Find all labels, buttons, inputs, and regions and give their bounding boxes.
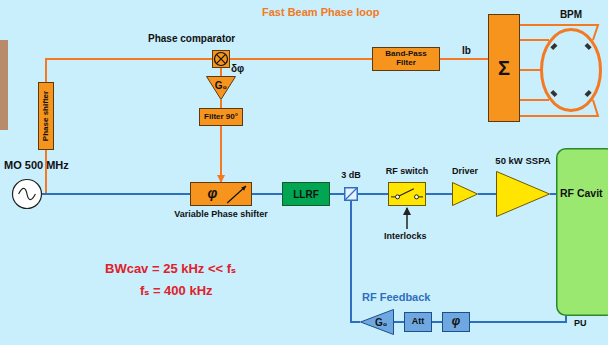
phase-comparator-outline bbox=[212, 50, 230, 68]
phase-comparator: Phase comparator bbox=[212, 50, 230, 68]
bpm-wire bbox=[520, 39, 549, 41]
signal-line bbox=[42, 150, 46, 194]
rf-switch-outline bbox=[388, 182, 426, 206]
signal-line bbox=[42, 193, 190, 195]
signal-line bbox=[230, 58, 372, 60]
sum-box: Σ bbox=[488, 14, 520, 122]
sum-symbol: Σ bbox=[488, 57, 520, 79]
box-label: Band-Pass Filter bbox=[372, 50, 440, 68]
phase-shifter-box-outline bbox=[190, 182, 252, 206]
gain-label: G₀ bbox=[364, 317, 398, 328]
signal-line bbox=[432, 321, 442, 323]
rf-cavity-outline bbox=[556, 148, 608, 316]
amplifier-triangle-outline bbox=[496, 171, 550, 217]
signal-line bbox=[478, 193, 496, 195]
block-label: Variable Phase shifter bbox=[165, 210, 277, 220]
phase-symbol: φ bbox=[442, 315, 470, 328]
block-label: BPM bbox=[546, 9, 596, 20]
llrf-box: LLRF bbox=[282, 182, 330, 206]
box-label: Filter 90° bbox=[199, 113, 243, 122]
signal-name: Ib bbox=[462, 45, 471, 56]
phase-shifter-box: Phase shifter bbox=[38, 82, 54, 150]
gain-triangle: G₀ bbox=[206, 76, 236, 100]
rf-cavity: RF Cavit bbox=[556, 148, 608, 316]
photo-edge bbox=[0, 40, 8, 130]
amplifier-triangle-outline bbox=[452, 182, 478, 206]
attenuator-box: Att bbox=[404, 312, 432, 332]
note: fₛ = 400 kHz bbox=[140, 284, 213, 298]
signal-line bbox=[470, 316, 566, 322]
signal-line bbox=[426, 193, 452, 195]
signal-line bbox=[394, 321, 404, 323]
loop-title: Fast Beam Phase loop bbox=[262, 6, 379, 18]
phase-symbol: φ bbox=[181, 186, 243, 201]
bpm-pickup-outline bbox=[540, 28, 602, 112]
signal-line bbox=[351, 201, 360, 322]
gain-label: G₀ bbox=[206, 79, 236, 90]
signal-line bbox=[46, 59, 212, 82]
amplifier-triangle: Driver bbox=[452, 182, 478, 206]
filter-box: Band-Pass Filter bbox=[372, 47, 440, 71]
signal-line bbox=[220, 126, 222, 182]
block-label: MO 500 MHz bbox=[4, 159, 94, 171]
signal-line bbox=[220, 100, 222, 108]
amplifier-triangle: 50 kW SSPA bbox=[496, 171, 550, 217]
rf-switch: RF switch bbox=[388, 182, 426, 206]
oscillator: MO 500 MHz bbox=[12, 179, 42, 209]
bpm-pickup: BPM bbox=[540, 28, 602, 112]
block-label: Phase comparator bbox=[148, 33, 258, 44]
block-label: 50 kW SSPA bbox=[486, 156, 560, 166]
block-label: RF Cavit bbox=[560, 188, 608, 200]
signal-name: Interlocks bbox=[384, 232, 427, 242]
box-label: LLRF bbox=[282, 189, 330, 200]
block-label: Driver bbox=[440, 167, 490, 177]
phase-shifter-box: φ bbox=[442, 312, 470, 332]
splitter: 3 dB bbox=[344, 187, 358, 201]
pickup-label: PU bbox=[574, 319, 587, 329]
filter-box: Filter 90° bbox=[199, 108, 243, 126]
signal-line bbox=[440, 58, 488, 60]
signal-line bbox=[252, 193, 282, 195]
loop-title: RF Feedback bbox=[362, 291, 430, 303]
splitter-outline bbox=[344, 187, 358, 201]
phase-shifter-box: φVariable Phase shifter bbox=[190, 182, 252, 206]
signal-name: δφ bbox=[231, 63, 244, 74]
interlock-arrow bbox=[406, 208, 408, 229]
oscillator-outline bbox=[12, 179, 42, 209]
signal-line bbox=[520, 69, 540, 71]
block-label: RF switch bbox=[376, 167, 438, 177]
signal-line bbox=[220, 68, 222, 76]
block-label: 3 dB bbox=[336, 171, 366, 181]
gain-triangle: G₀ bbox=[360, 309, 394, 335]
signal-line bbox=[550, 193, 556, 195]
box-label: Att bbox=[404, 317, 432, 327]
note: BWcav = 25 kHz << fₛ bbox=[105, 262, 236, 276]
signal-line bbox=[330, 193, 344, 195]
box-label: Phase shifter bbox=[42, 91, 51, 141]
signal-line bbox=[358, 193, 388, 195]
bpm-wire bbox=[520, 99, 549, 101]
